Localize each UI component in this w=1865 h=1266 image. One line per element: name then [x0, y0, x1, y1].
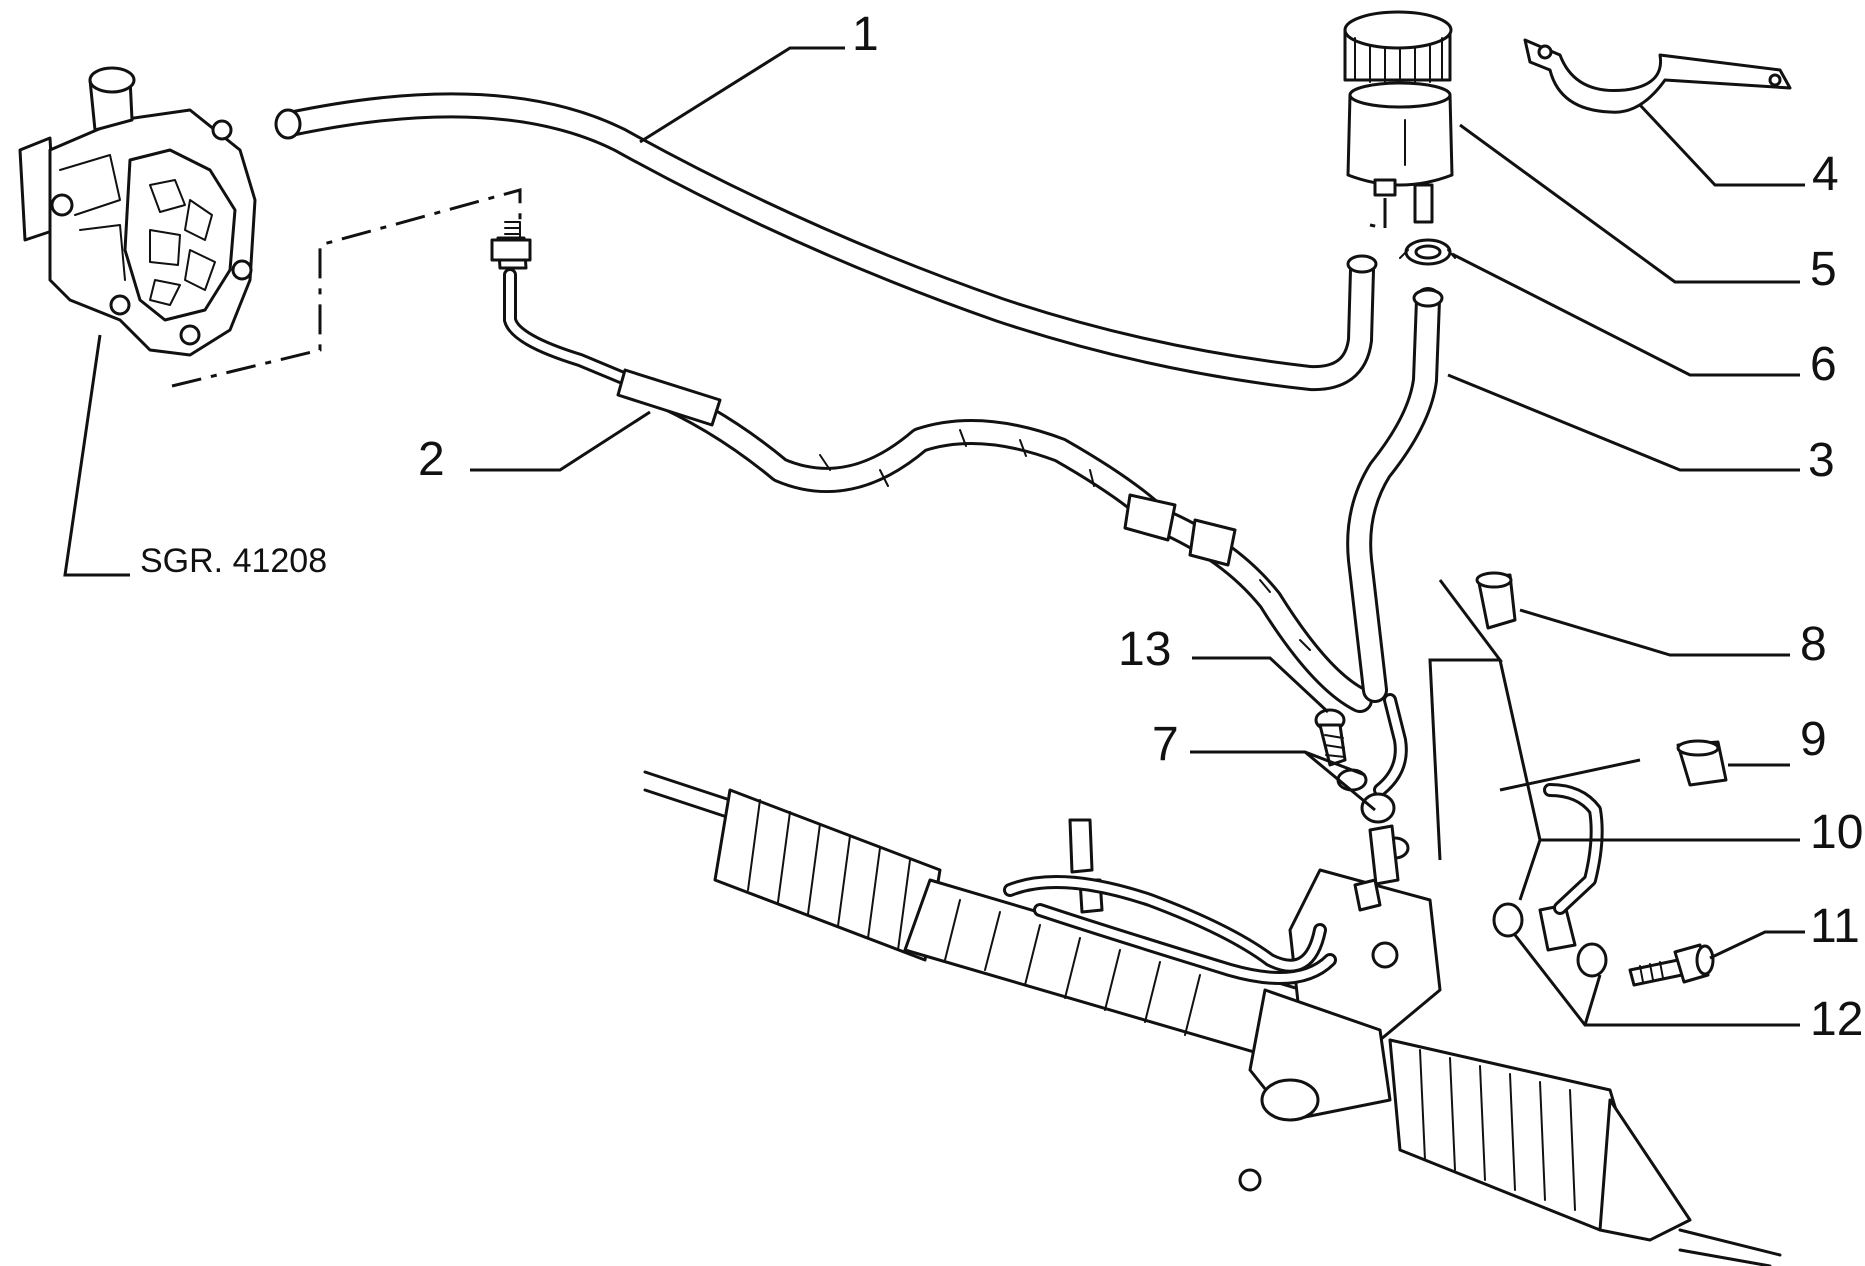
banjo-bolt-lower: [1628, 943, 1715, 987]
callout-1: 1: [852, 8, 879, 61]
callout-3: 3: [1808, 434, 1835, 487]
fluid-reservoir: [1343, 10, 1454, 224]
steering-rack: [643, 770, 1782, 1266]
leader-line-8: [1519, 608, 1790, 657]
supply-hose: [1346, 287, 1444, 797]
leader-line-10: [1428, 579, 1800, 901]
banjo-bolt-upper: [1314, 708, 1347, 767]
mounting-bracket: [1523, 38, 1792, 114]
pressure-pipe: [490, 221, 1373, 713]
sealing-washer-11: [1492, 902, 1524, 938]
callout-11: 11: [1810, 900, 1860, 953]
callout-8: 8: [1800, 618, 1827, 671]
leader-line-12: [1513, 934, 1800, 1027]
callout-12: 12: [1810, 993, 1863, 1046]
pump-connection-dashline: [171, 188, 522, 388]
callout-9: 9: [1800, 713, 1827, 766]
reservoir-connection-dashline: [1369, 198, 1387, 230]
sgr-leader-line: [63, 334, 130, 577]
leader-line-6: [1451, 252, 1800, 377]
dust-cap-lower: [1676, 739, 1728, 787]
leader-line-7: [1190, 750, 1376, 812]
leader-line-3: [1447, 373, 1800, 472]
callout-10: 10: [1810, 806, 1863, 859]
sealing-washer-12: [1576, 942, 1608, 978]
leader-line-13: [1192, 656, 1330, 714]
callout-5: 5: [1810, 243, 1837, 296]
leader-line-2: [470, 410, 651, 472]
leader-line-4: [1638, 103, 1805, 187]
leader-line-11: [1709, 930, 1805, 960]
callout-13: 13: [1118, 623, 1171, 676]
dust-cap-upper: [1475, 571, 1517, 630]
leader-line-1: [639, 46, 845, 144]
return-hose: [274, 92, 1378, 392]
hose-clamp: [1399, 238, 1456, 266]
callout-4: 4: [1812, 148, 1839, 201]
leader-line-5: [1459, 123, 1800, 284]
sgr-reference-label: SGR. 41208: [140, 542, 327, 580]
callout-7: 7: [1152, 718, 1179, 771]
callout-2: 2: [418, 433, 445, 486]
callout-6: 6: [1810, 338, 1837, 391]
banjo-fitting: [1360, 792, 1396, 824]
power-steering-pump: [18, 66, 257, 357]
